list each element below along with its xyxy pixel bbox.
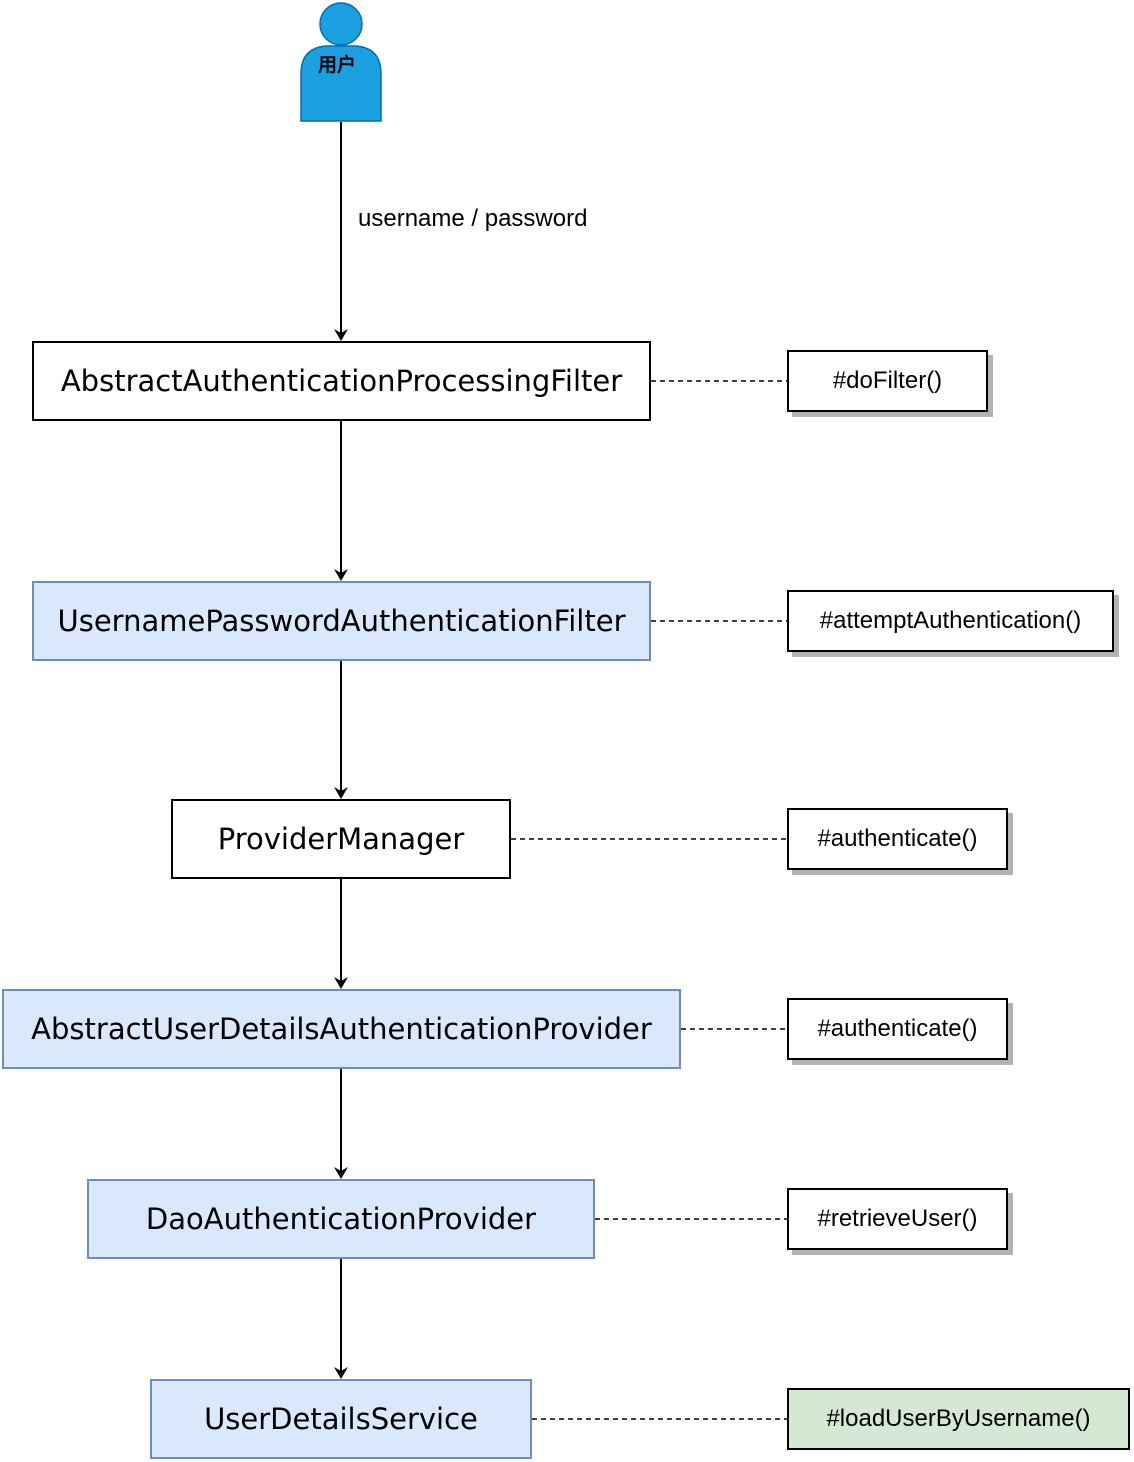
note-retrieve-user: #retrieveUser() bbox=[787, 1188, 1008, 1250]
node-dao-authentication-provider[interactable]: DaoAuthenticationProvider bbox=[87, 1179, 595, 1259]
user-icon bbox=[300, 2, 382, 122]
node-username-password-authentication-filter[interactable]: UsernamePasswordAuthenticationFilter bbox=[32, 581, 651, 661]
note-attempt-authentication: #attemptAuthentication() bbox=[787, 590, 1114, 652]
credentials-edge-label: username / password bbox=[358, 205, 588, 232]
note-load-user-by-username: #loadUserByUsername() bbox=[787, 1388, 1130, 1450]
node-abstract-authentication-processing-filter[interactable]: AbstractAuthenticationProcessingFilter bbox=[32, 341, 651, 421]
note-provider-manager-authenticate: #authenticate() bbox=[787, 808, 1008, 870]
node-user-details-service[interactable]: UserDetailsService bbox=[150, 1379, 532, 1459]
note-abstract-provider-authenticate: #authenticate() bbox=[787, 998, 1008, 1060]
note-do-filter: #doFilter() bbox=[787, 350, 988, 412]
node-provider-manager[interactable]: ProviderManager bbox=[171, 799, 511, 879]
node-abstract-user-details-authentication-provider[interactable]: AbstractUserDetailsAuthenticationProvide… bbox=[2, 989, 681, 1069]
user-label: 用户 bbox=[318, 54, 357, 76]
